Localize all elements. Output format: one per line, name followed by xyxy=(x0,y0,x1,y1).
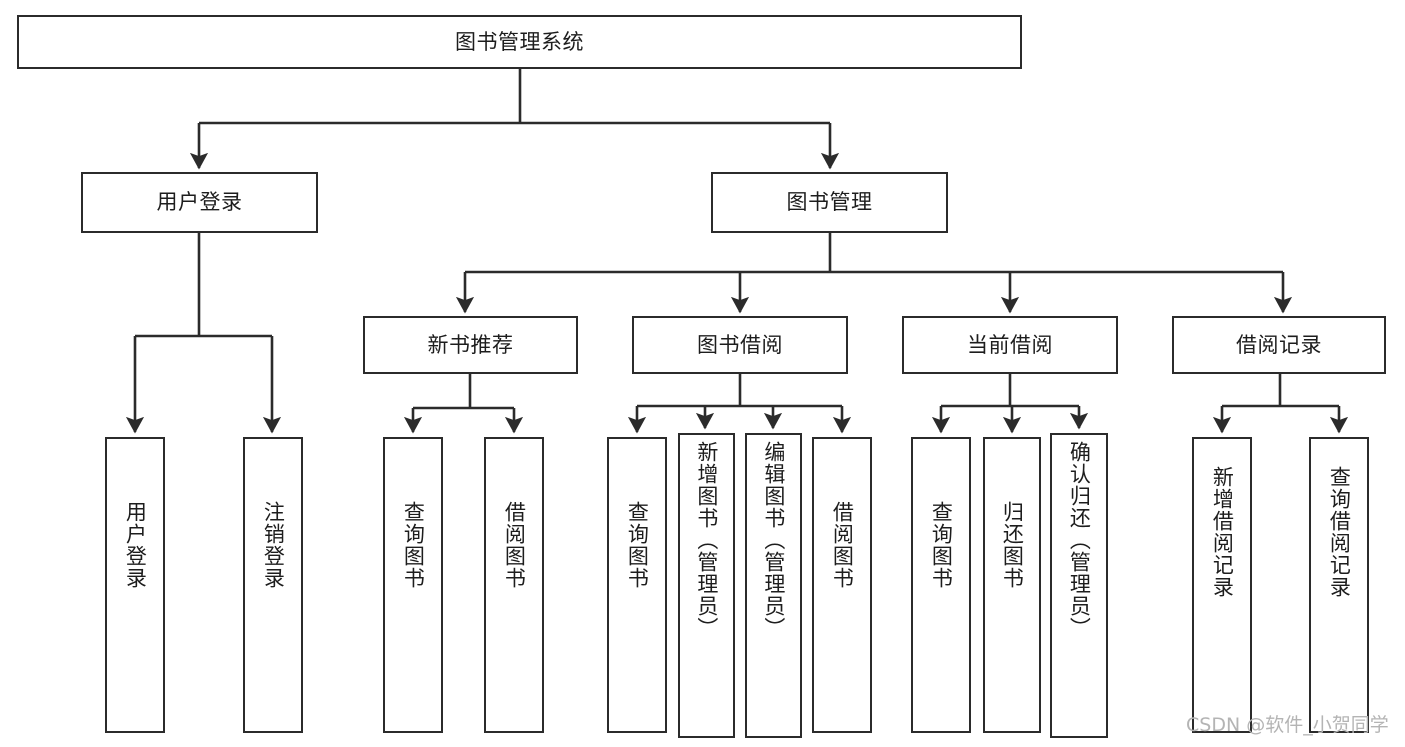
leaf-query-book-1[interactable]: 查询图书 xyxy=(383,437,443,733)
leaf-borrow-book-1[interactable]: 借阅图书 xyxy=(484,437,544,733)
node-root-label: 图书管理系统 xyxy=(455,29,584,54)
node-book-manage-label: 图书管理 xyxy=(786,190,873,215)
leaf-query-book-3[interactable]: 查询图书 xyxy=(911,437,971,733)
leaf-query-book-3-label: 查询图书 xyxy=(929,501,954,589)
leaf-user-login[interactable]: 用户登录 xyxy=(105,437,165,733)
csdn-watermark: CSDN @软件_小贺同学 xyxy=(1186,714,1389,736)
leaf-query-book-1-label: 查询图书 xyxy=(401,501,426,589)
leaf-return-book-label: 归还图书 xyxy=(1000,501,1025,589)
node-borrow-record[interactable]: 借阅记录 xyxy=(1172,316,1386,374)
node-user-login[interactable]: 用户登录 xyxy=(81,172,318,233)
leaf-add-book-admin-label: 新增图书（管理员） xyxy=(694,441,719,639)
leaf-edit-book-admin-label: 编辑图书（管理员） xyxy=(761,441,786,639)
leaf-add-book-admin[interactable]: 新增图书（管理员） xyxy=(678,433,735,738)
node-book-borrow-label: 图书借阅 xyxy=(697,332,783,357)
leaf-confirm-return-admin[interactable]: 确认归还（管理员） xyxy=(1050,433,1108,738)
node-user-login-label: 用户登录 xyxy=(156,190,243,215)
leaf-edit-book-admin[interactable]: 编辑图书（管理员） xyxy=(745,433,802,738)
leaf-logout-login-label: 注销登录 xyxy=(261,501,286,589)
leaf-borrow-book-2[interactable]: 借阅图书 xyxy=(812,437,872,733)
leaf-query-book-2-label: 查询图书 xyxy=(625,501,650,589)
leaf-return-book[interactable]: 归还图书 xyxy=(983,437,1041,733)
leaf-add-borrow-record[interactable]: 新增借阅记录 xyxy=(1192,437,1252,733)
node-new-book-recommend[interactable]: 新书推荐 xyxy=(363,316,578,374)
node-current-borrow[interactable]: 当前借阅 xyxy=(902,316,1118,374)
leaf-user-login-label: 用户登录 xyxy=(123,501,148,589)
node-book-borrow[interactable]: 图书借阅 xyxy=(632,316,848,374)
leaf-confirm-return-admin-label: 确认归还（管理员） xyxy=(1067,441,1092,639)
leaf-add-borrow-record-label: 新增借阅记录 xyxy=(1210,466,1235,598)
node-root[interactable]: 图书管理系统 xyxy=(17,15,1022,69)
node-new-book-recommend-label: 新书推荐 xyxy=(427,332,514,357)
leaf-query-borrow-record-label: 查询借阅记录 xyxy=(1327,466,1352,598)
node-current-borrow-label: 当前借阅 xyxy=(967,332,1053,357)
leaf-borrow-book-1-label: 借阅图书 xyxy=(502,501,527,589)
node-book-manage[interactable]: 图书管理 xyxy=(711,172,948,233)
leaf-logout-login[interactable]: 注销登录 xyxy=(243,437,303,733)
leaf-borrow-book-2-label: 借阅图书 xyxy=(830,501,855,589)
leaf-query-borrow-record[interactable]: 查询借阅记录 xyxy=(1309,437,1369,733)
node-borrow-record-label: 借阅记录 xyxy=(1236,332,1322,357)
leaf-query-book-2[interactable]: 查询图书 xyxy=(607,437,667,733)
